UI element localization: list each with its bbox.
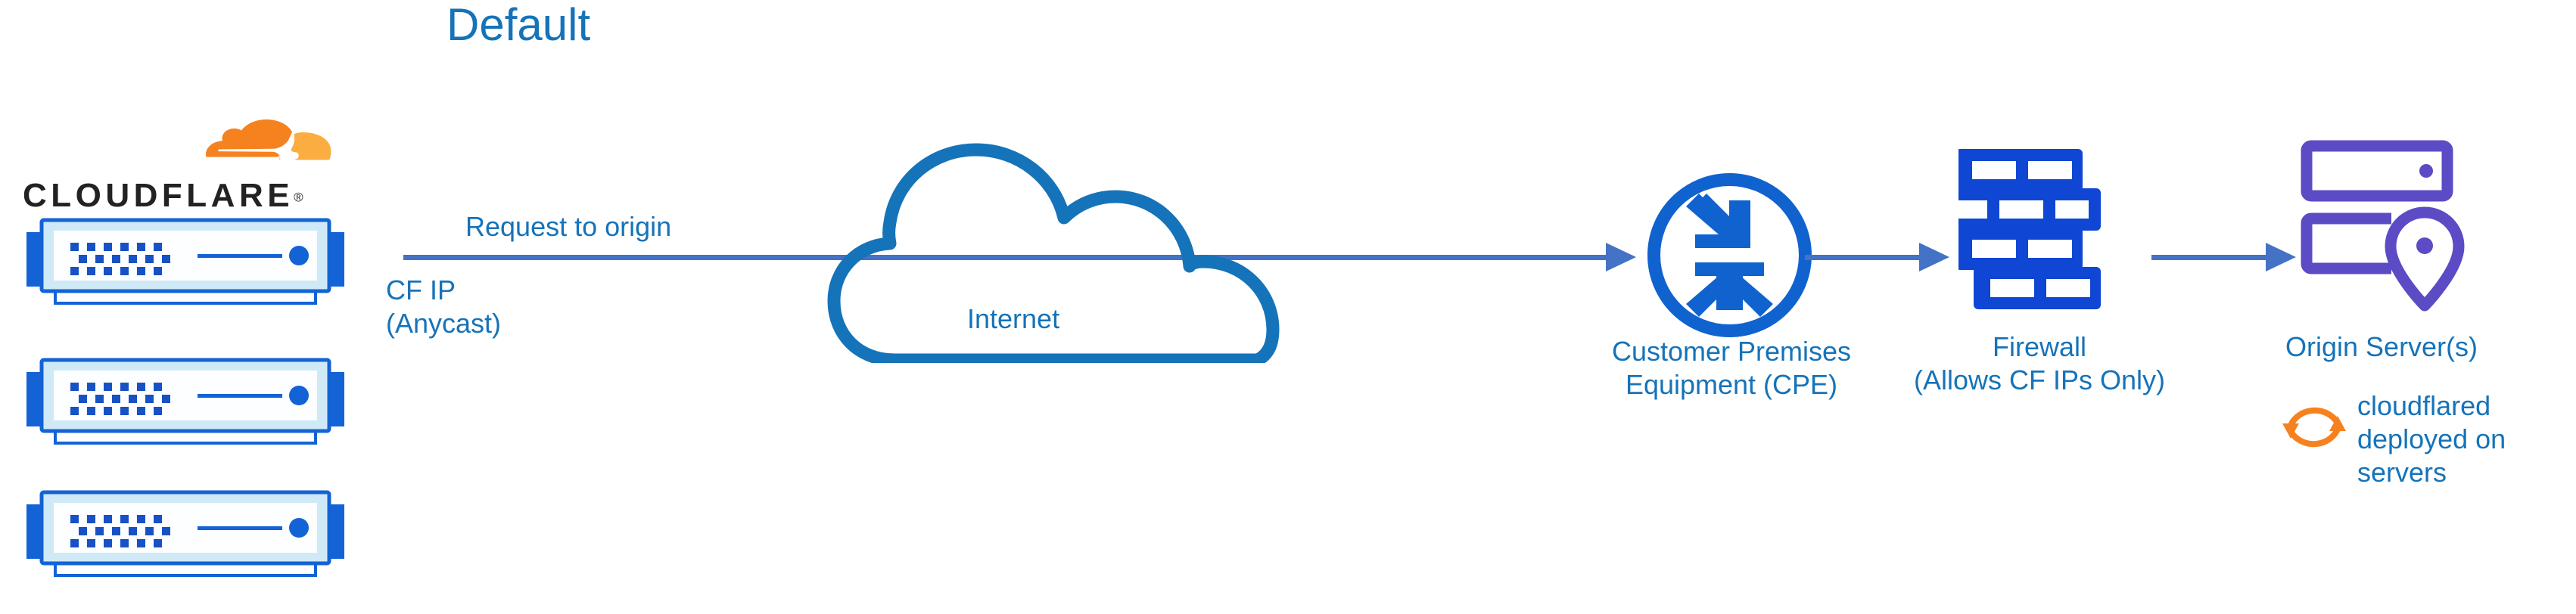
label-request-to-origin: Request to origin: [465, 211, 672, 242]
flow-arrow-edge-to-cpe-line: [403, 255, 1614, 260]
cloudflare-edge-server-1: [26, 216, 344, 306]
label-origin-servers: Origin Server(s): [2285, 331, 2478, 362]
cloudflare-edge-server-3: [26, 488, 344, 578]
flow-arrow-cpe-to-firewall-line: [1805, 255, 1926, 260]
sync-refresh-icon: [2279, 392, 2349, 461]
label-customer-premises-equipment: Customer Premises Equipment (CPE): [1611, 336, 1852, 400]
label-firewall: Firewall (Allows CF IPs Only): [1913, 331, 2166, 395]
page-title: Default: [446, 0, 591, 50]
flow-arrow-firewall-to-origin-line: [2151, 255, 2273, 260]
label-cloudflared-deployed: cloudflared deployed on servers: [2357, 390, 2506, 488]
flow-arrow-firewall-to-origin-head: [2266, 243, 2296, 271]
cloud-icon: [825, 106, 1309, 367]
server-location-pin-icon: [2299, 140, 2473, 314]
label-internet: Internet: [967, 303, 1060, 334]
flow-arrow-edge-to-cpe-head: [1606, 243, 1636, 271]
registered-trademark-mark: ®: [294, 190, 303, 205]
label-cf-ip-anycast: CF IP (Anycast): [386, 274, 502, 339]
cloudflare-logo: CLOUDFLARE®: [23, 110, 348, 219]
flow-arrow-cpe-to-firewall-head: [1919, 243, 1949, 271]
router-converge-arrows-icon: [1644, 170, 1815, 340]
cloudflare-edge-server-2: [26, 355, 344, 446]
cloudflare-wordmark-text: CLOUDFLARE: [23, 177, 294, 214]
cloudflare-cloud-icon: [185, 110, 337, 181]
brick-wall-icon: [1954, 147, 2117, 310]
cloudflare-wordmark: CLOUDFLARE®: [23, 179, 348, 217]
